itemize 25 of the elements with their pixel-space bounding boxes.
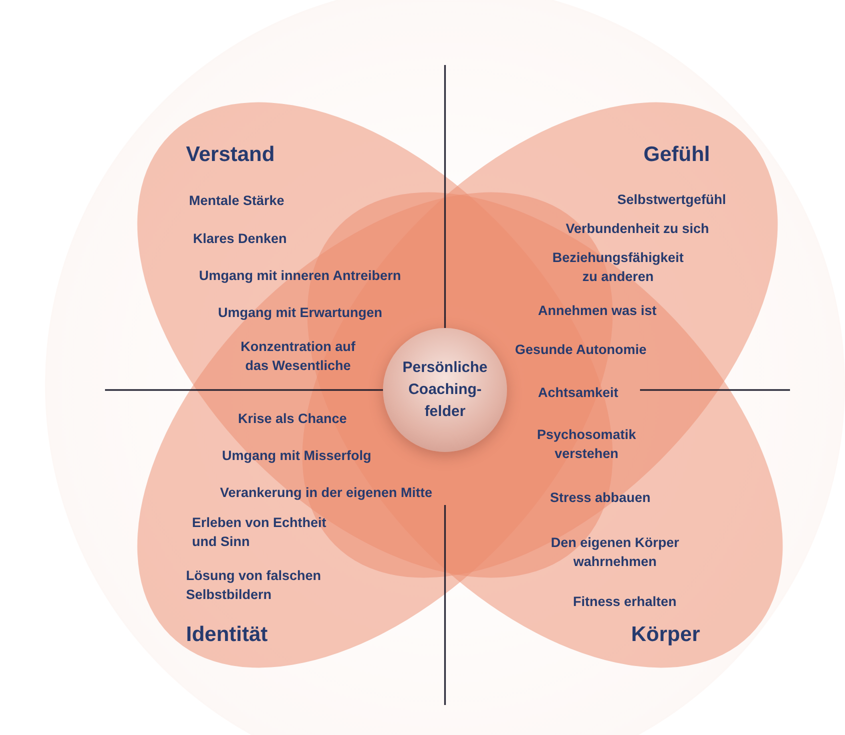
coaching-topic: Den eigenen Körper wahrnehmen (550, 534, 680, 571)
coaching-topic: Selbstwertgefühl (616, 191, 726, 209)
coaching-topic: Stress abbauen (550, 489, 652, 507)
coaching-topic: Lösung von falschen Selbstbildern (186, 567, 322, 604)
petal-heading: Körper (630, 622, 700, 648)
coaching-topic: Krise als Chance (238, 410, 348, 428)
petal-heading: Verstand (186, 142, 276, 168)
coaching-topic: Verankerung in der eigenen Mitte (220, 484, 434, 502)
center-label: Persönliche Coaching-felder (401, 358, 489, 422)
coaching-topic: Beziehungsfähigkeit zu anderen (551, 249, 685, 286)
coaching-topic: Erleben von Echtheit und Sinn (192, 514, 328, 551)
coaching-topic: Umgang mit inneren Antreibern (199, 267, 402, 285)
coaching-topic: Umgang mit Erwartungen (218, 304, 384, 322)
coaching-topic: Konzentration auf das Wesentliche (240, 338, 356, 375)
coaching-topic: Verbundenheit zu sich (564, 220, 709, 238)
coaching-topic: Klares Denken (193, 230, 288, 248)
coaching-topic: Achtsamkeit (538, 384, 620, 402)
coaching-topic: Annehmen was ist (538, 302, 658, 320)
coaching-topic: Umgang mit Misserfolg (222, 447, 372, 465)
coaching-topic: Fitness erhalten (573, 593, 678, 611)
coaching-topic: Mentale Stärke (189, 192, 286, 210)
coaching-topic: Psychosomatik verstehen (536, 426, 638, 463)
petal-heading: Gefühl (642, 142, 710, 168)
coaching-topic: Gesunde Autonomie (515, 341, 648, 359)
petal-heading: Identität (186, 622, 269, 648)
